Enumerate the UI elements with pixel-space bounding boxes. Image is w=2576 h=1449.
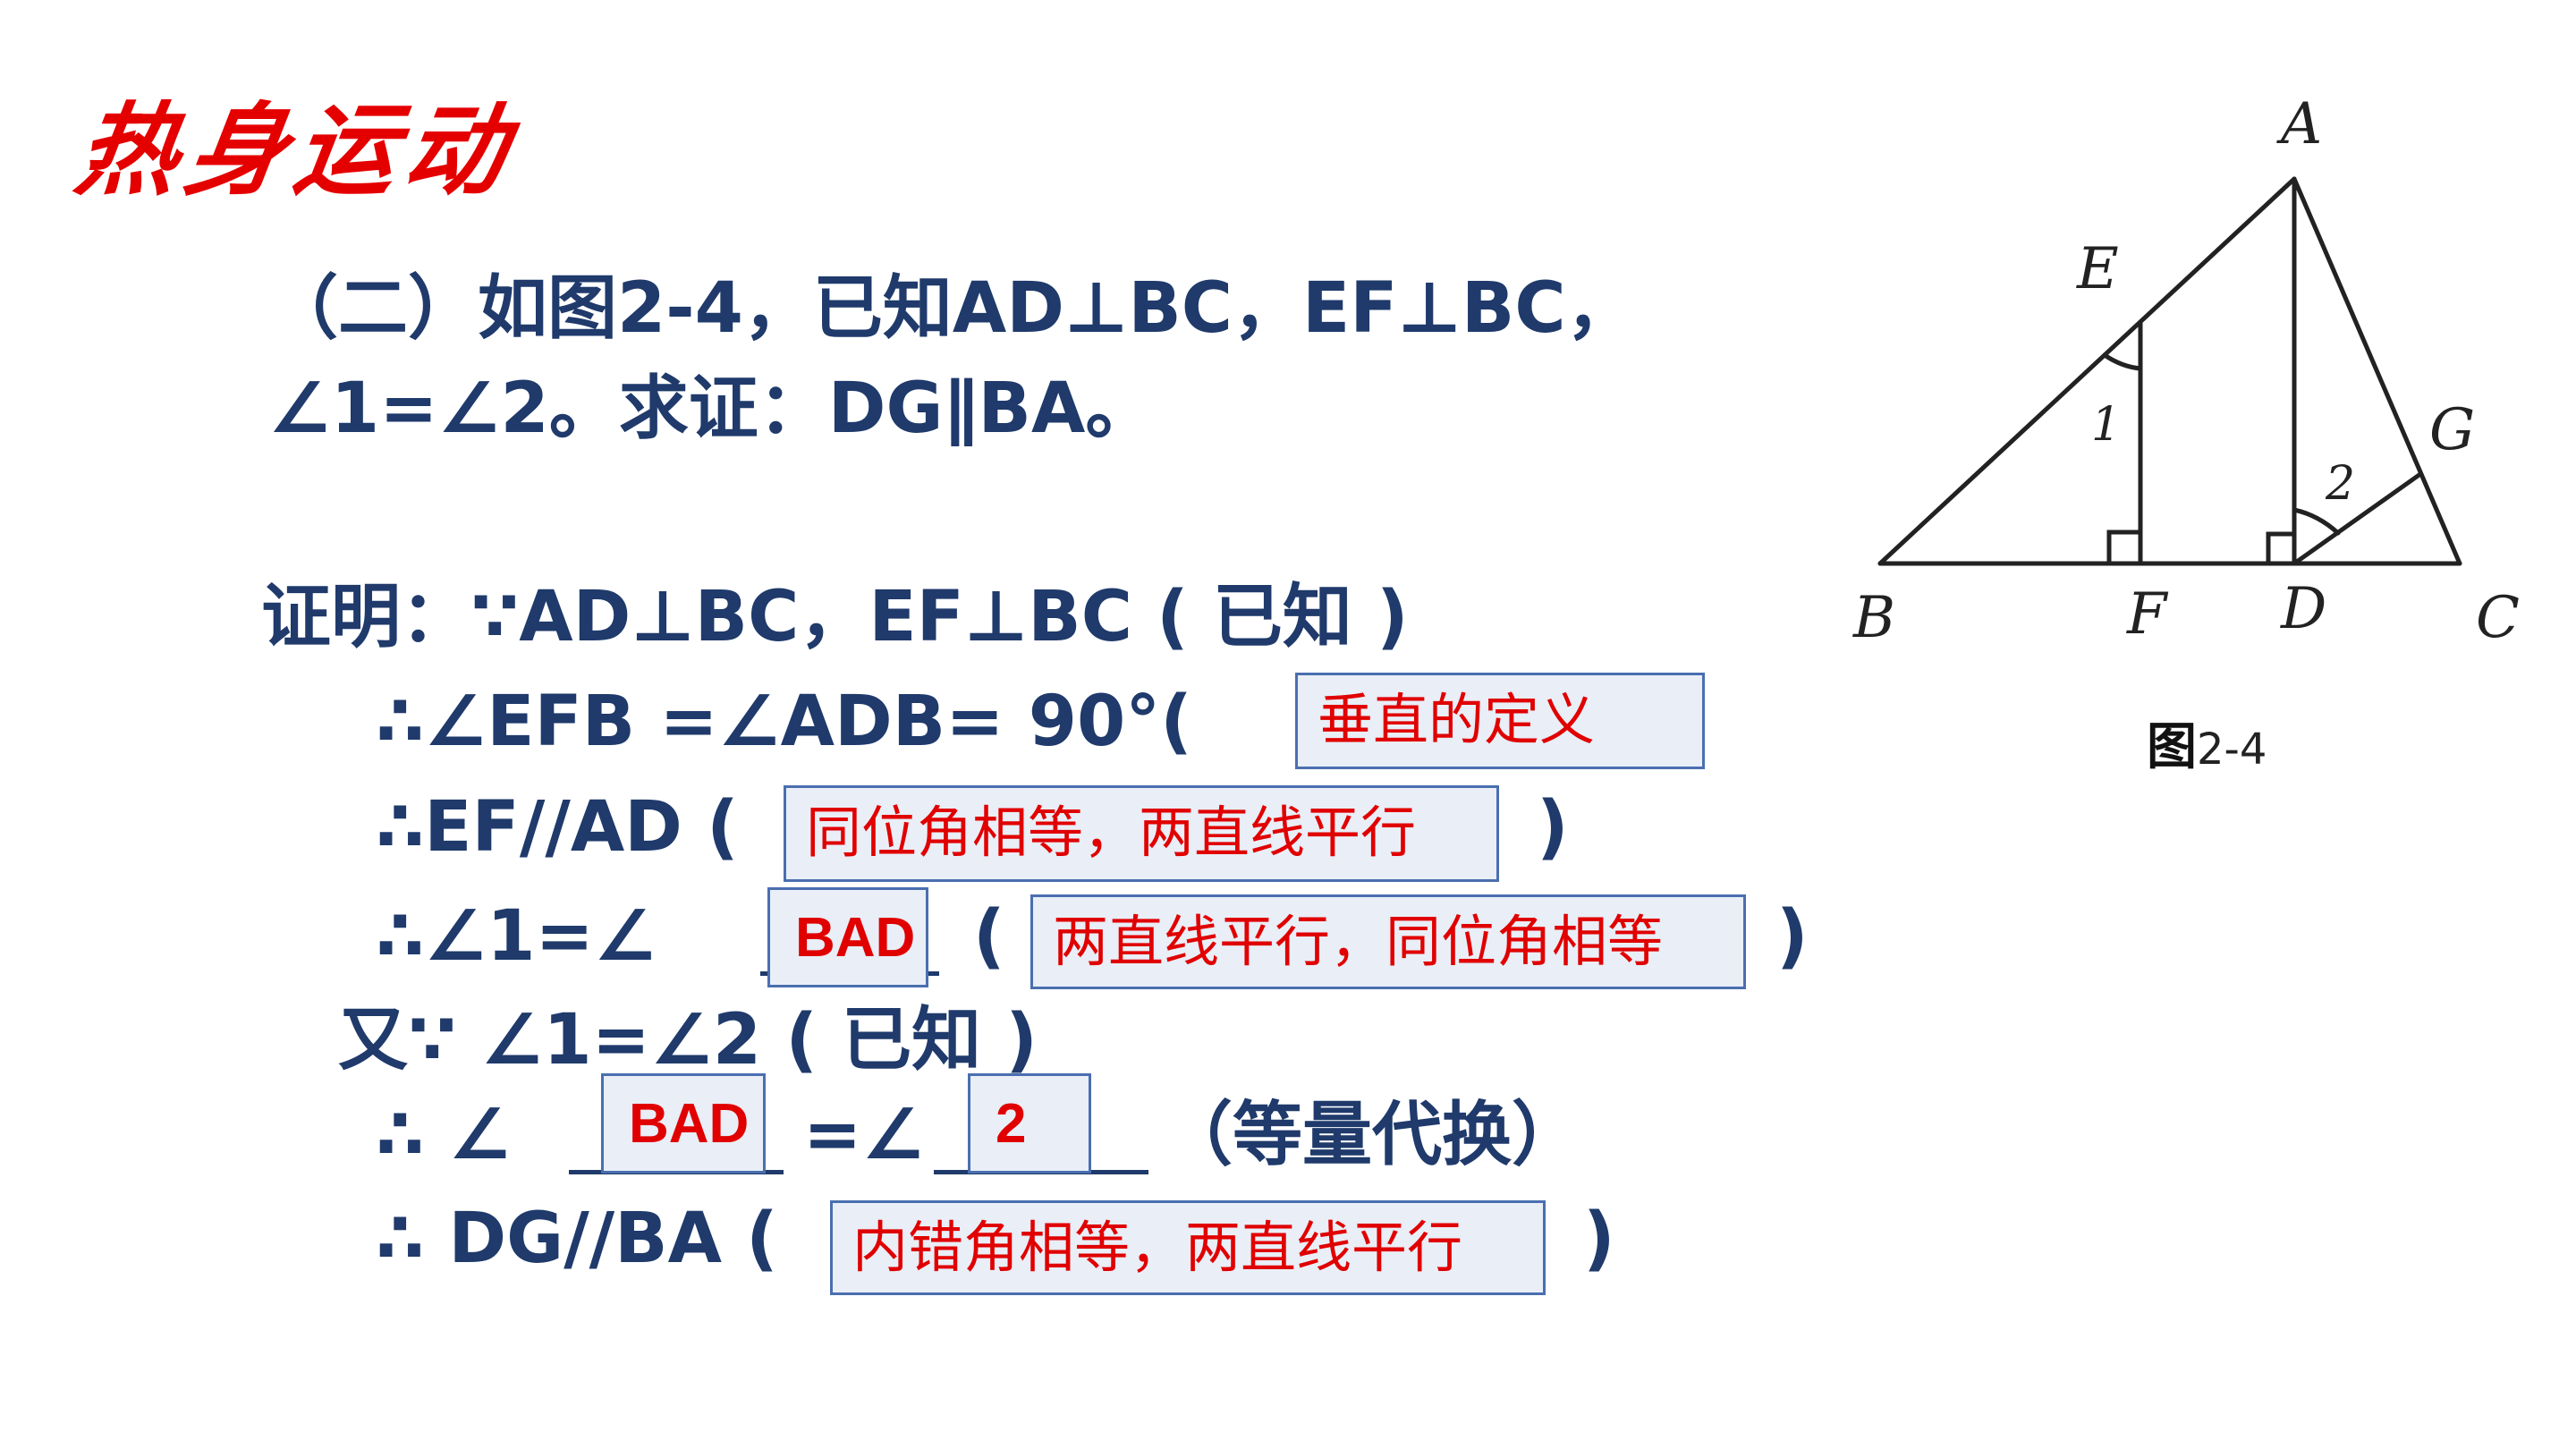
answer-box-conclusion-reason: 内错角相等，两直线平行: [830, 1200, 1546, 1295]
proof-line-4-text: ∴∠1=∠: [376, 896, 657, 977]
figure-caption: 图2-4: [2147, 707, 2267, 779]
label-g: G: [2429, 397, 2475, 463]
answer-box-angle-reason: 两直线平行，同位角相等: [1030, 894, 1746, 989]
label-angle-2: 2: [2325, 457, 2355, 511]
geometry-figure: A B C D E F G 1 2: [1843, 80, 2540, 707]
right-angle-f: [2106, 530, 2143, 566]
answer-box-parallel-reason: 同位角相等，两直线平行: [784, 785, 1499, 882]
proof-line-1: 证明：∵AD⊥BC，EF⊥BC ( 已知 ): [261, 577, 1409, 657]
figure-caption-label: 图: [2147, 718, 2197, 776]
segment-dg: [2292, 471, 2423, 566]
figure-caption-number: 2-4: [2197, 724, 2267, 775]
proof-line-6-text: ∴ ∠: [376, 1095, 512, 1175]
proof-line-2-text: ∴∠EFB =∠ADB= 90°(: [376, 682, 1192, 762]
answer-box-angle-2: 2: [968, 1073, 1091, 1174]
answer-box-definition: 垂直的定义: [1295, 673, 1705, 769]
slide-title: 热身运动: [69, 92, 522, 209]
label-f: F: [2126, 581, 2169, 648]
label-b: B: [1852, 585, 1895, 651]
proof-line-6-reason: （等量代换）: [1163, 1095, 1582, 1175]
problem-line-1: （二）如图2-4，已知AD⊥BC，EF⊥BC，: [268, 268, 1636, 349]
side-ac: [2292, 176, 2462, 566]
problem-line-2: ∠1=∠2。求证：DG∥BA。: [268, 369, 1156, 449]
proof-line-6-equal: =∠: [803, 1095, 925, 1175]
angle-2-arc: [2292, 507, 2341, 536]
proof-line-3-close: ): [1537, 787, 1569, 868]
right-angle-d: [2266, 531, 2297, 566]
proof-line-4-open: (: [973, 896, 1005, 977]
proof-line-3-text: ∴EF//AD (: [376, 787, 739, 868]
answer-box-angle-bad-2: BAD: [601, 1073, 766, 1174]
triangle-diagram: A B C D E F G 1 2: [1852, 91, 2520, 651]
label-c: C: [2476, 585, 2520, 651]
angle-1-arc: [2102, 352, 2143, 371]
label-a: A: [2276, 91, 2322, 157]
label-d: D: [2280, 576, 2326, 642]
label-e: E: [2076, 236, 2119, 302]
answer-box-angle-bad-1: BAD: [767, 887, 928, 987]
proof-line-4-close: ): [1776, 896, 1809, 977]
side-ab: [1877, 176, 2297, 566]
proof-line-5: 又∵ ∠1=∠2 ( 已知 ): [338, 1000, 1038, 1080]
label-angle-1: 1: [2091, 398, 2121, 452]
proof-line-7-close: ): [1583, 1199, 1615, 1279]
proof-line-7-text: ∴ DG//BA (: [376, 1199, 778, 1279]
